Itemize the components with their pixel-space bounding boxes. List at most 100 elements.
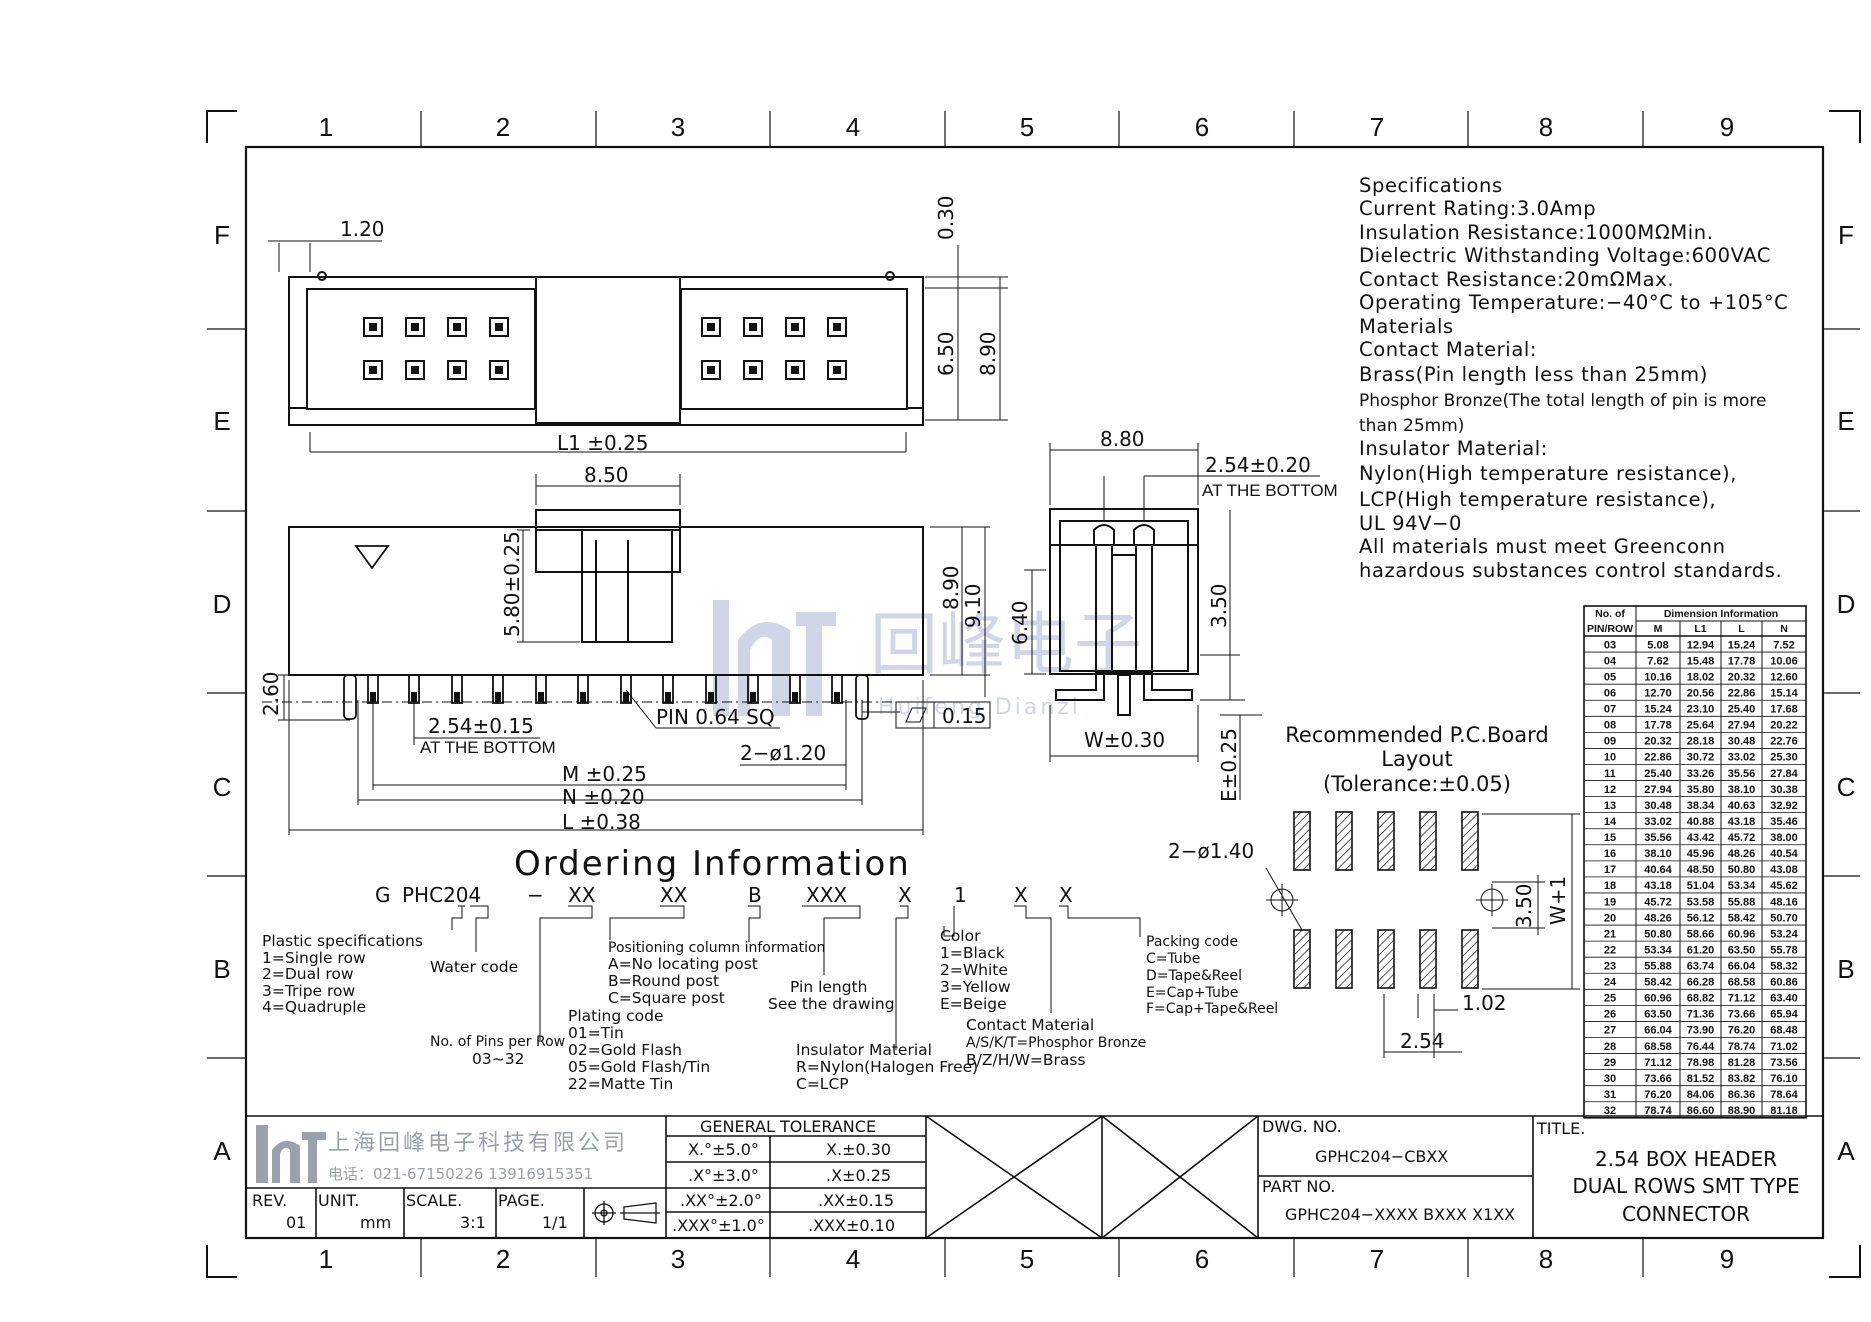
positioning-0: Positioning column information xyxy=(608,940,825,956)
pin-core xyxy=(833,366,841,374)
table-cell: 45.72 xyxy=(1728,832,1756,844)
table-frame xyxy=(1583,605,1807,1119)
tol-lin-2: .XX±0.15 xyxy=(818,1191,894,1210)
table-cell: 15.48 xyxy=(1687,655,1715,667)
table-cell: 27.94 xyxy=(1644,784,1672,796)
plastic-3: 3=Tripe row xyxy=(262,982,356,1000)
insulator-1: R=Nylon(Halogen Free) xyxy=(796,1058,978,1076)
dwg-number: GPHC204−CBXX xyxy=(1315,1147,1448,1166)
dim-L: L ±0.38 xyxy=(562,810,641,834)
table-cell: 7.62 xyxy=(1647,655,1668,667)
zone-row-C-right: C xyxy=(1837,772,1856,802)
table-cell: 86.36 xyxy=(1728,1089,1756,1101)
code-g: G xyxy=(375,883,391,907)
table-cell: 71.12 xyxy=(1644,1057,1672,1069)
table-cell: 18 xyxy=(1604,880,1616,892)
front-pin-tip xyxy=(623,692,629,702)
zone-col-8b: 8 xyxy=(1539,1244,1553,1274)
ordering-title: Ordering Information xyxy=(514,844,911,884)
table-cell: 29 xyxy=(1604,1057,1616,1069)
pin-length-1: See the drawing xyxy=(768,995,895,1013)
table-cell: 35.46 xyxy=(1770,816,1798,828)
table-cell: 07 xyxy=(1604,704,1616,716)
tol-ang-2: .XX°±2.0° xyxy=(680,1191,762,1210)
table-cell: 55.88 xyxy=(1728,896,1756,908)
pin-square xyxy=(489,360,509,380)
plating-4: 22=Matte Tin xyxy=(568,1075,673,1093)
dim-9-10: 9.10 xyxy=(961,583,985,628)
table-cell: 23.10 xyxy=(1687,704,1715,716)
table-cell: 68.48 xyxy=(1770,1025,1798,1037)
front-pin-tip xyxy=(708,692,714,702)
company-name: 上海回峰电子科技有限公司 xyxy=(328,1131,628,1156)
table-cell: 25.30 xyxy=(1770,752,1798,764)
packing-1: C=Tube xyxy=(1146,951,1200,967)
table-cell: 53.34 xyxy=(1644,944,1672,956)
packing-4: F=Cap+Tape&Reel xyxy=(1146,1001,1278,1017)
table-cell: 05 xyxy=(1604,671,1616,683)
table-cell: 25.64 xyxy=(1687,720,1715,732)
front-pin-tip xyxy=(454,692,460,702)
tol-ang-1: .X°±3.0° xyxy=(688,1166,759,1185)
pins-1: 03~32 xyxy=(472,1050,524,1068)
zone-row-D-right: D xyxy=(1837,589,1856,619)
zone-col-6: 6 xyxy=(1195,112,1209,142)
table-cell: 25.40 xyxy=(1728,704,1756,716)
front-pin-tip xyxy=(370,692,376,702)
pin-square xyxy=(827,317,847,337)
dim-pin-size: PIN 0.64 SQ xyxy=(656,705,775,729)
front-pin xyxy=(662,674,674,704)
table-cell: 84.06 xyxy=(1687,1089,1715,1101)
table-cell: 73.66 xyxy=(1728,1009,1756,1021)
table-cell: 68.58 xyxy=(1728,977,1756,989)
plastic-2: 2=Dual row xyxy=(262,965,354,983)
table-cell: 66.28 xyxy=(1687,977,1715,989)
table-cell: 22 xyxy=(1604,944,1616,956)
table-cell: 03 xyxy=(1604,639,1616,651)
table-cell: 17.68 xyxy=(1770,704,1798,716)
zone-row-A-right: A xyxy=(1837,1136,1855,1166)
table-cell: 60.96 xyxy=(1728,928,1756,940)
table-cell: 22.76 xyxy=(1770,736,1798,748)
spec-line-10: than 25mm) xyxy=(1359,416,1464,436)
scale-value: 3:1 xyxy=(460,1213,486,1232)
spec-line-7: Contact Material: xyxy=(1359,338,1537,361)
table-cell: 53.24 xyxy=(1770,928,1798,940)
front-pin-tip xyxy=(580,692,586,702)
insulator-2: C=LCP xyxy=(796,1075,849,1093)
table-cell: 35.56 xyxy=(1644,832,1672,844)
pin-core xyxy=(707,323,715,331)
pins-0: No. of Pins per Row xyxy=(430,1034,565,1050)
pin-square xyxy=(701,360,721,380)
color-0: Color xyxy=(940,927,981,945)
table-cell: 11 xyxy=(1604,768,1616,780)
table-cell: 50.80 xyxy=(1644,928,1672,940)
zone-row-D: D xyxy=(213,589,232,619)
table-cell: 20.32 xyxy=(1728,671,1756,683)
table-cell: 81.28 xyxy=(1728,1057,1756,1069)
table-cell: 15 xyxy=(1604,832,1616,844)
table-cell: 22.86 xyxy=(1644,752,1672,764)
table-cell: 12 xyxy=(1604,784,1616,796)
plating-2: 02=Gold Flash xyxy=(568,1041,682,1059)
table-cell: 33.02 xyxy=(1644,816,1672,828)
pin-core xyxy=(749,366,757,374)
projection-symbol xyxy=(592,1201,660,1225)
code-packing: X xyxy=(1059,883,1073,907)
code-length: XXX xyxy=(806,883,847,907)
table-cell: 31 xyxy=(1604,1089,1616,1101)
pin-square xyxy=(785,360,805,380)
table-cell: 16 xyxy=(1604,848,1616,860)
zone-col-5b: 5 xyxy=(1020,1244,1034,1274)
table-cell: 23 xyxy=(1604,961,1616,973)
plating-1: 01=Tin xyxy=(568,1024,624,1042)
positioning-2: B=Round post xyxy=(608,972,719,990)
table-header-pinrow: PIN/ROW xyxy=(1587,623,1633,635)
positioning-3: C=Square post xyxy=(608,989,725,1007)
front-view xyxy=(288,509,924,676)
table-cell: 30.48 xyxy=(1728,736,1756,748)
table-cell: 53.58 xyxy=(1687,896,1715,908)
front-pin-tip xyxy=(495,692,501,702)
spec-line-15: All materials must meet Greenconn xyxy=(1359,535,1726,558)
table-cell: 76.10 xyxy=(1770,1073,1798,1085)
